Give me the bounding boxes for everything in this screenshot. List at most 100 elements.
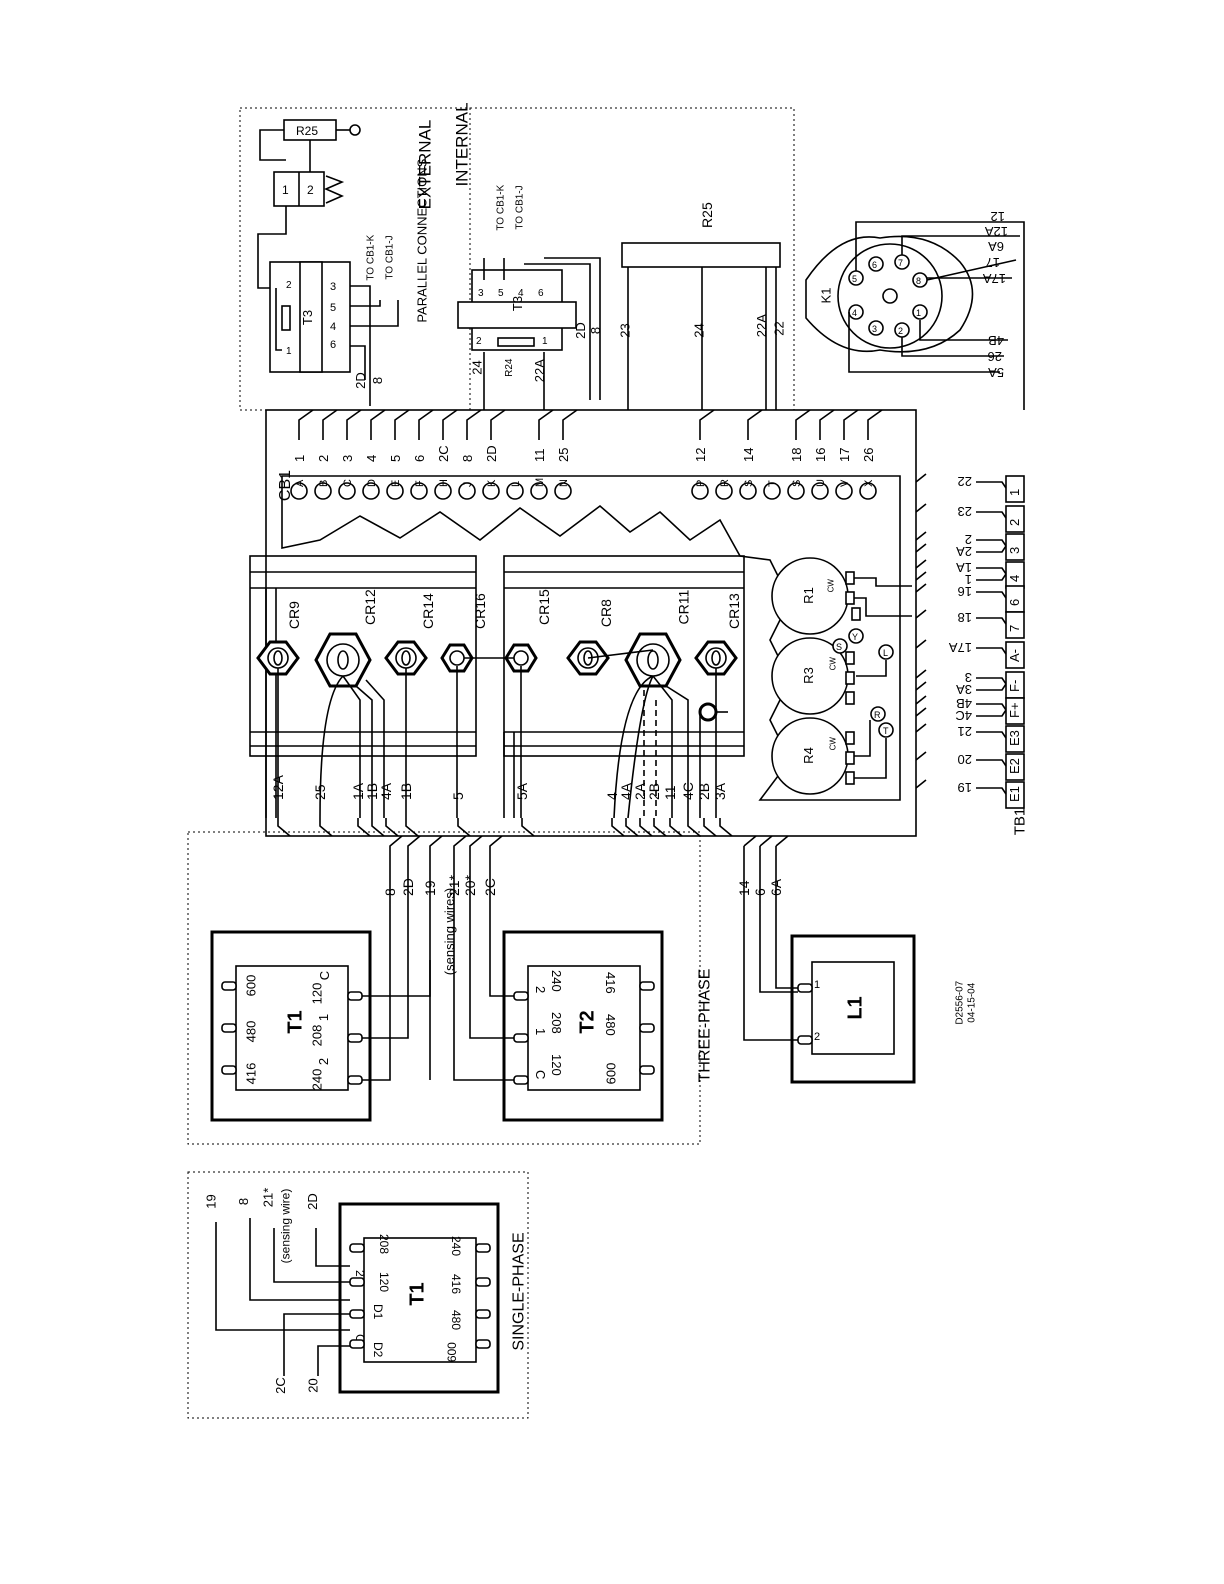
cb1-pin-letter: B [318, 480, 330, 487]
cb1-pin-2 [338, 482, 356, 500]
r4-label: R4 [801, 747, 816, 764]
bottom-wire-label: 2B [646, 783, 662, 800]
cb1-pin-16 [787, 482, 805, 500]
cb1-pin-letter: S [743, 480, 755, 487]
int-wire-2d: 2D [573, 322, 588, 339]
r3-pot: R3 CW [771, 637, 855, 715]
k1-wire-17: 17 [986, 255, 1000, 270]
int-wire-24: 24 [470, 360, 485, 374]
external-label: EXTERNAL [415, 120, 434, 210]
tb1-wire-label: 4C [955, 708, 972, 723]
pot-letter-t: T [883, 726, 889, 736]
t1-600: 600 [243, 975, 258, 997]
heatsink-1 [249, 555, 477, 757]
internal-t3-label: T3 [510, 296, 525, 311]
cr12-label: CR12 [362, 589, 378, 625]
tb1-terminal-label: F+ [1007, 702, 1022, 718]
pot-letter-l: L [883, 648, 888, 658]
sp-sensing-note: (sensing wire) [278, 1189, 292, 1264]
tb1-terminal [1005, 505, 1025, 533]
t1-208: 208 [309, 1025, 324, 1047]
sp-2: 2 [353, 1270, 367, 1277]
cb1-pin-4 [386, 482, 404, 500]
t1-1: 1 [316, 1014, 331, 1021]
cb1-pin-letter: R [719, 479, 731, 487]
cr13: CR13 [694, 593, 742, 676]
cb1-pin-15 [763, 482, 781, 500]
tb1-terminal-label: E3 [1007, 730, 1022, 746]
bottom-wire-label: 4A [618, 782, 634, 800]
tb1-wire-label: 3A [956, 682, 972, 697]
cb1-wire-label: 12 [693, 448, 708, 462]
cb1-pin-letter: N [558, 479, 570, 487]
r25-wire-23: 23 [618, 323, 633, 337]
k1-wire-4b: 4B [988, 333, 1004, 348]
cr11: CR11 [624, 590, 691, 688]
potentiometers: R1 CW R3 CW R4 CW S Y L R T [771, 557, 912, 795]
r25-wire-22: 22 [772, 321, 787, 335]
sp-d2: D2 [371, 1342, 385, 1358]
cb1-wire-label: 2 [316, 455, 331, 462]
bottom-wire-label: 4C [680, 782, 696, 800]
tb1-terminal-label: 1 [1007, 489, 1022, 496]
cb1-pin-6 [434, 482, 452, 500]
ext-t3-pin-6: 6 [330, 339, 336, 351]
bottom-wire-label: 25 [312, 784, 328, 800]
sp-wire-19: 19 [204, 1194, 219, 1208]
k1-pin-4: 4 [852, 308, 857, 318]
tb1-wire-label: 3 [965, 670, 972, 685]
cb1-pin-9 [506, 482, 524, 500]
internal-group: INTERNAL TO CB1-K TO CB1-J T3 3 5 4 6 2 … [453, 102, 787, 410]
sp-240: 240 [449, 1236, 463, 1256]
ext-t3-pin-3: 3 [330, 281, 336, 293]
r25-wire-22a: 22A [754, 314, 769, 337]
int-t3-pin-4: 4 [518, 288, 524, 299]
r24-label: R24 [504, 358, 515, 377]
k1-pin-8: 8 [916, 276, 921, 286]
t1-sp-label: T1 [407, 1282, 429, 1305]
k1-wire-17a: 17A [983, 271, 1006, 286]
ext-t3-coil-1: 1 [286, 346, 292, 357]
cb1-pin-13 [715, 482, 733, 500]
bottom-wire-label: 2B [696, 783, 712, 800]
cb1-pin-letter: K [486, 479, 498, 487]
cb1-pin-letter: H [438, 479, 450, 487]
r3-cw: CW [828, 657, 837, 671]
tb1-wire-label: 21 [958, 724, 972, 739]
three-phase-region [187, 831, 701, 1145]
cb1-wire-label: 5 [388, 455, 403, 462]
sp-wire-21: 21* [260, 1188, 275, 1208]
ext-wire-8: 8 [370, 377, 385, 384]
cb1-pin-letter: V [839, 479, 851, 487]
cb1-pin-letter: C [342, 479, 354, 487]
tb1-wire-label: 1 [965, 572, 972, 587]
cb1-pin-letter: J [462, 482, 474, 488]
r1-cw: CW [826, 579, 835, 593]
bottom-wire-label: 5 [450, 792, 466, 800]
cb1-pin-1 [314, 482, 332, 500]
cb1-wire-label: 14 [741, 448, 756, 462]
cb1-wire-label: 17 [837, 448, 852, 462]
k1-wire-6a: 6A [988, 239, 1004, 254]
k1-pin-7: 7 [898, 258, 903, 268]
cb1-pin-letter: X [863, 479, 875, 487]
tb1-wire-label: 4B [956, 696, 972, 711]
t1-120: 120 [309, 983, 324, 1005]
int-t3-pin-3: 3 [478, 288, 484, 299]
pot-letter-y: Y [852, 632, 858, 642]
cb1-pin-letter: M [534, 478, 546, 487]
cb1-pin-8 [482, 482, 500, 500]
cb1-pin-5 [410, 482, 428, 500]
k1-wire-5a: 5A [988, 365, 1004, 380]
sp-416: 416 [449, 1274, 463, 1294]
external-r25-label: R25 [296, 124, 318, 138]
cb1-wire-label: 25 [556, 448, 571, 462]
single-phase-label: SINGLE-PHASE [511, 1232, 528, 1350]
cb1-wire-label: 18 [789, 448, 804, 462]
int-t3-pin-5: 5 [498, 288, 504, 299]
ext-t3-coil-2: 2 [286, 280, 292, 291]
